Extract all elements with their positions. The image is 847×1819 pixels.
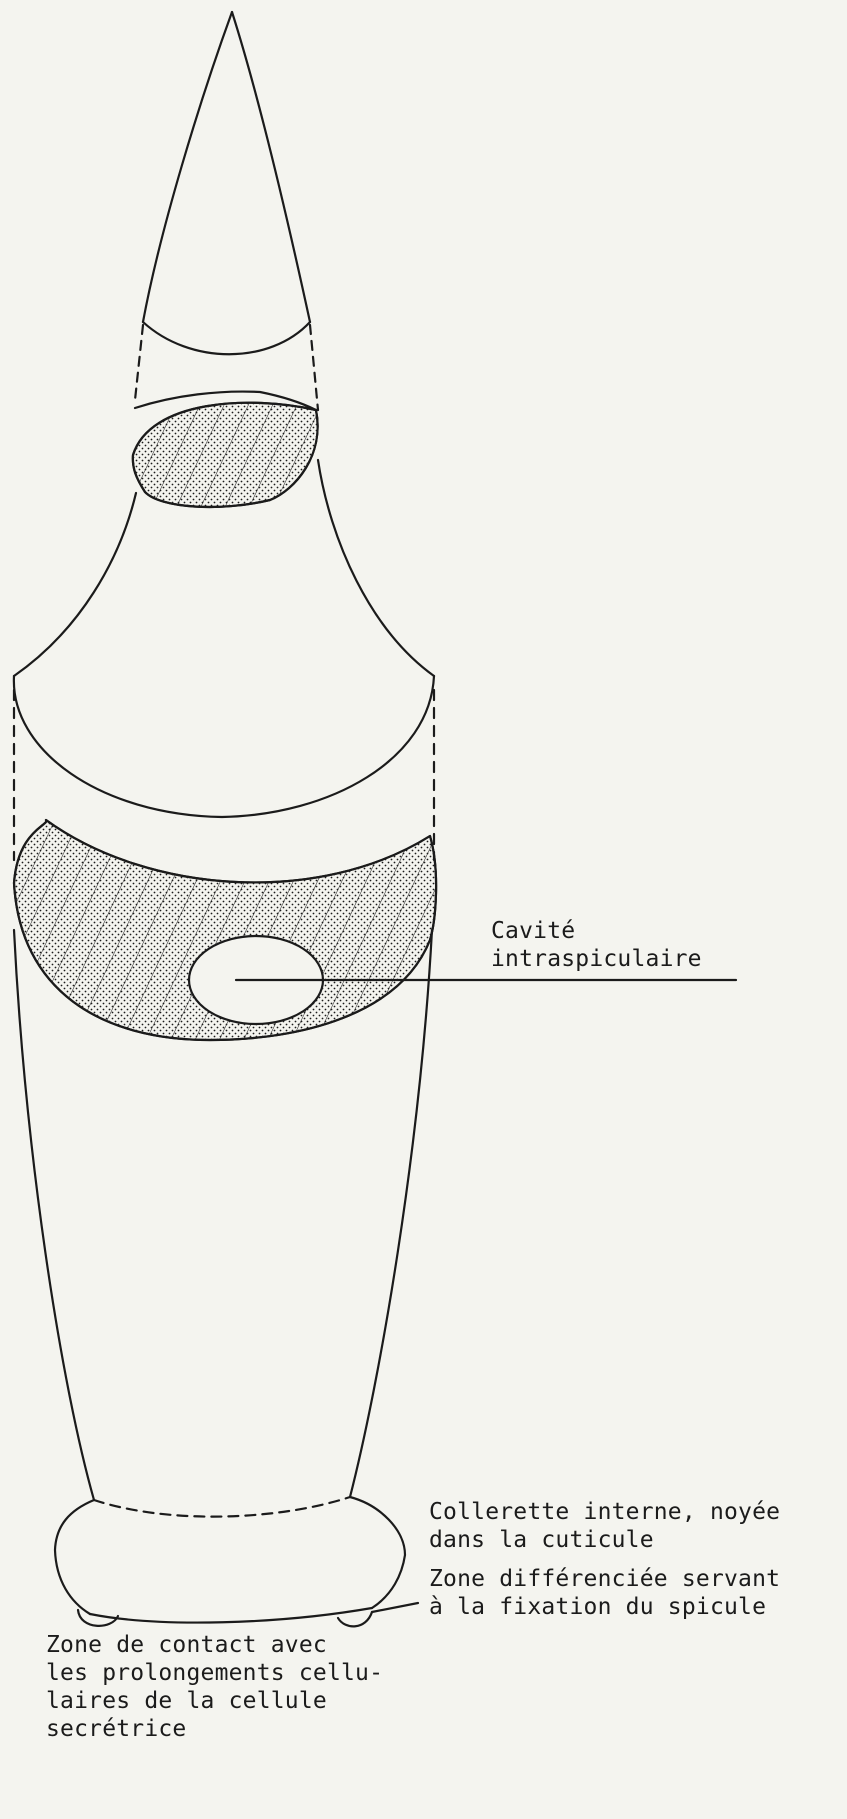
collar-junction [94,1497,350,1517]
spicule-tip [143,12,310,354]
upper-cross-section [120,390,340,520]
inner-collar-label: Collerette interne, noyée dans la cuticu… [429,1498,780,1554]
middle-segment [14,460,434,817]
lower-cross-section [0,800,450,1050]
contact-zone-label: Zone de contact avec les prolongements c… [46,1631,383,1743]
cavity-label: Cavité intraspiculaire [491,917,702,973]
fixation-zone-label: Zone différenciée servant à la fixation … [429,1565,780,1621]
